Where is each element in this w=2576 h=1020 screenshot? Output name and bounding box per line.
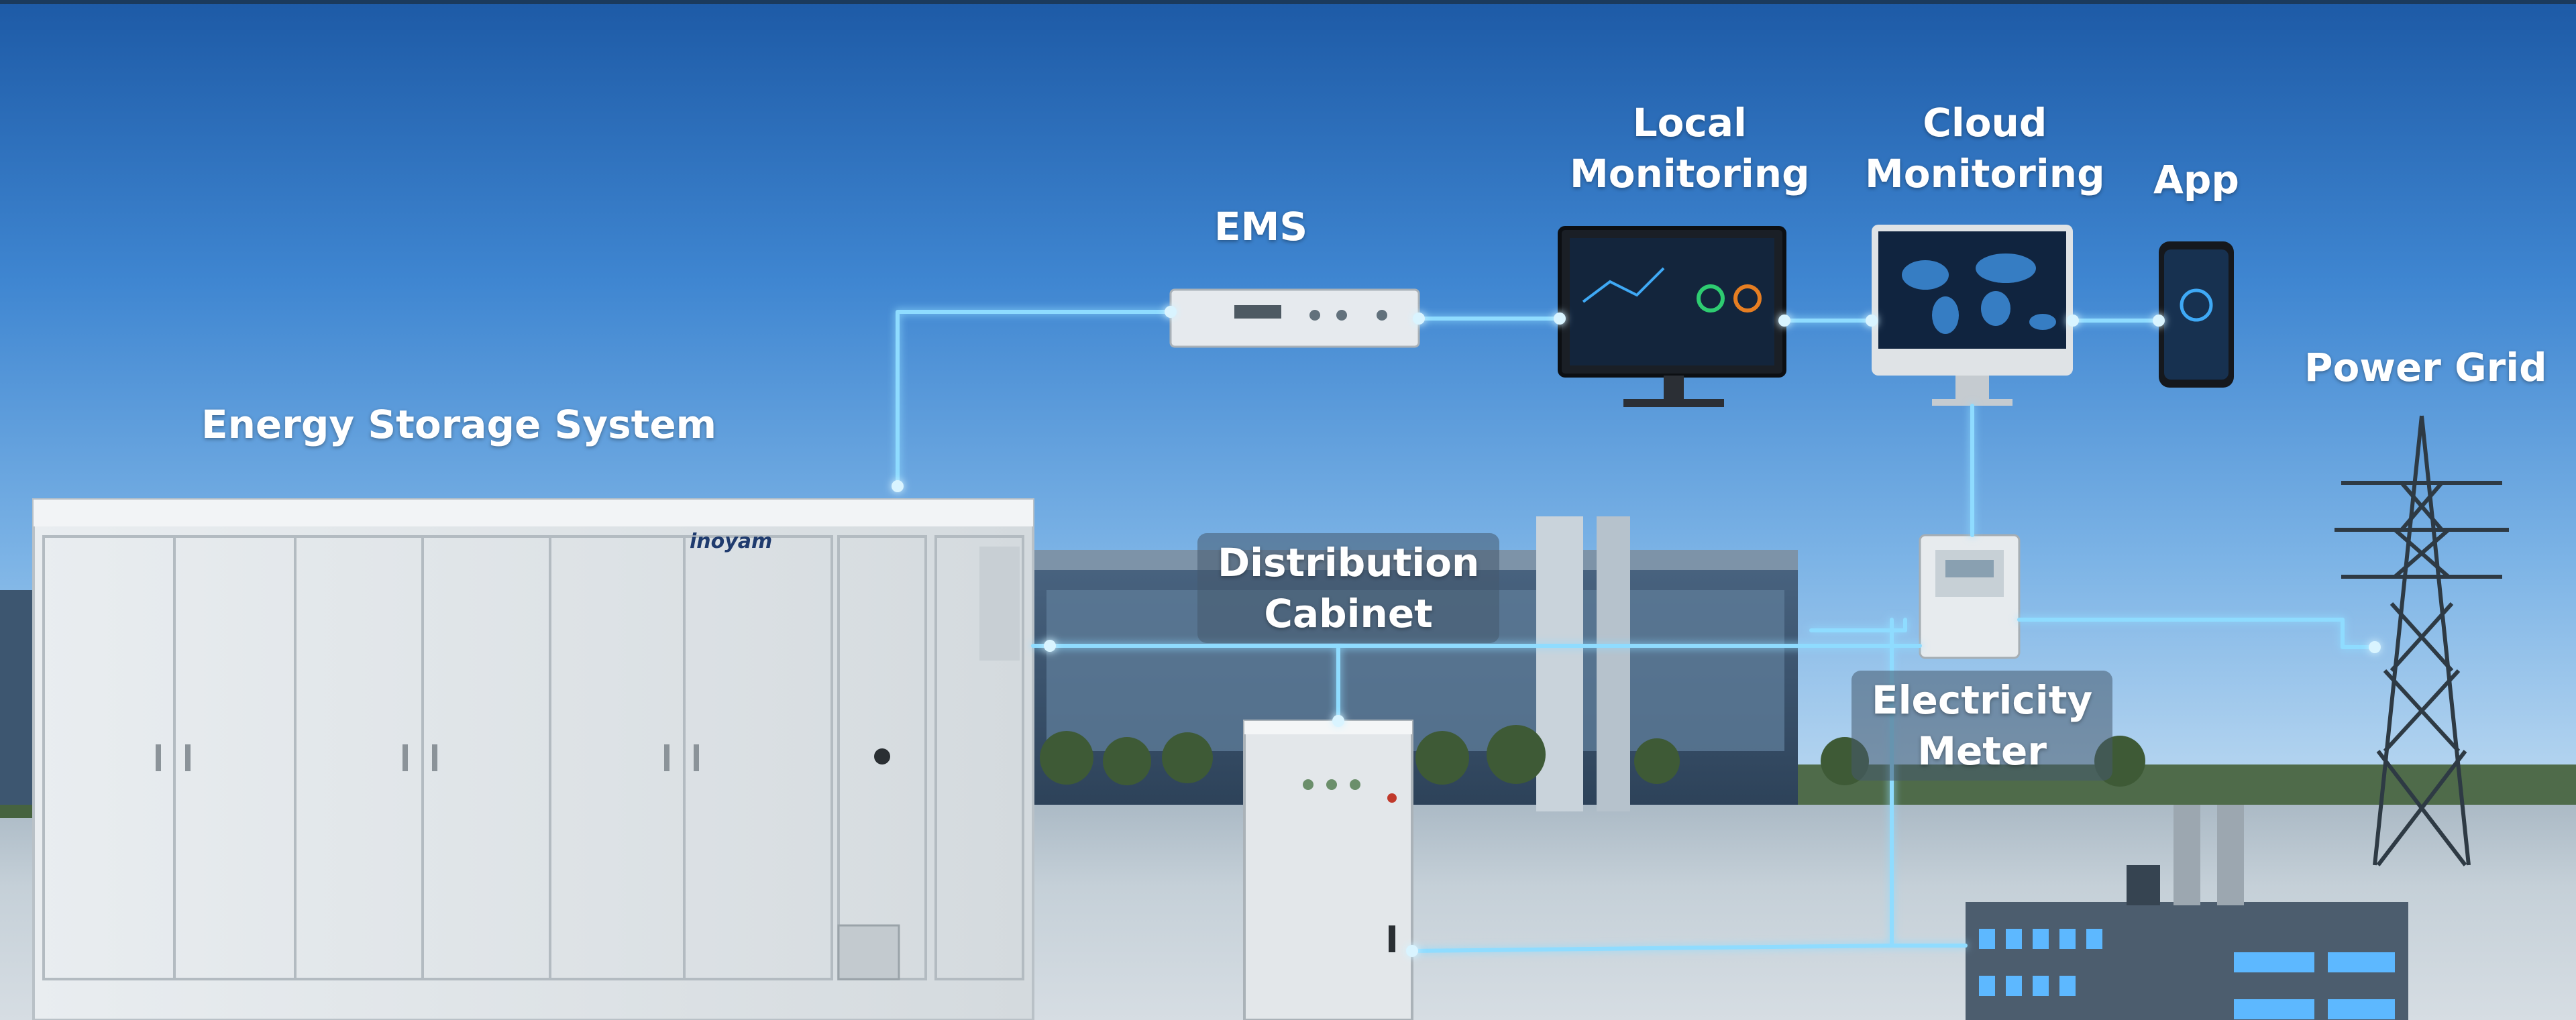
label-ems: EMS [1214,204,1308,249]
label-cloud-monitoring: Cloud Monitoring [1865,97,2105,199]
container-brand-logo: inoyam [690,530,773,553]
label-electricity-meter: Electricity Meter [1851,671,2113,781]
local-monitoring-monitor [1558,226,1786,407]
label-meter-line1: Electricity [1872,677,2093,723]
label-meter-line2: Meter [1917,728,2047,774]
top-border [0,0,2576,4]
energy-storage-container [32,498,1034,1020]
label-local-monitoring: Local Monitoring [1570,97,1810,199]
label-distribution-cabinet: Distribution Cabinet [1197,533,1500,643]
factory-building [1966,805,2408,1020]
label-energy-storage-system: Energy Storage System [201,402,717,447]
cloud-monitoring-monitor [1872,225,2073,406]
label-local-monitoring-line1: Local [1632,100,1747,146]
label-app: App [2153,157,2239,203]
label-cloud-monitoring-line1: Cloud [1923,100,2047,146]
app-phone [2159,241,2234,388]
power-grid-tower [2334,415,2509,866]
label-cloud-monitoring-line2: Monitoring [1865,151,2105,196]
electricity-meter-device [1919,534,2021,659]
distribution-cabinet-unit [1243,720,1413,1020]
ems-device [1169,288,1420,348]
connection-nodes [892,306,2381,957]
label-distribution-line2: Cabinet [1264,591,1433,636]
label-local-monitoring-line2: Monitoring [1570,151,1810,196]
label-power-grid: Power Grid [2304,345,2547,390]
label-distribution-line1: Distribution [1218,540,1480,585]
